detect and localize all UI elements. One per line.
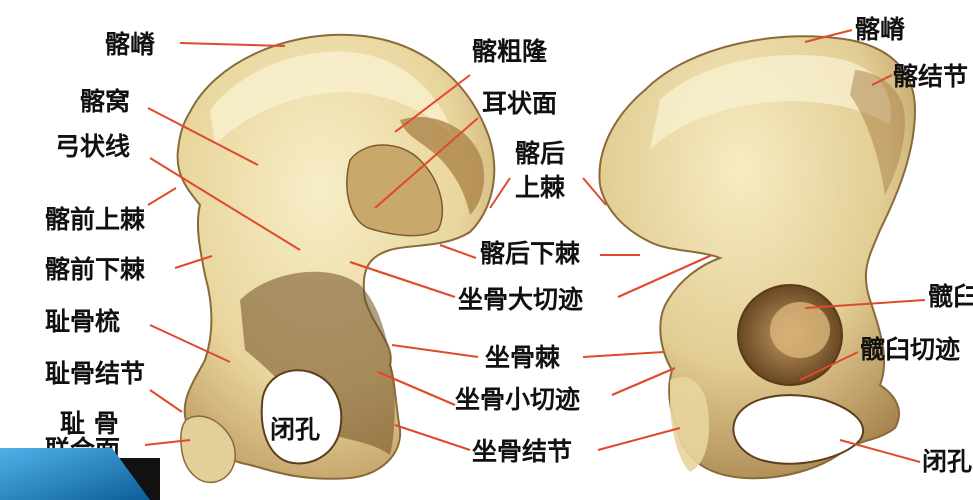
label-piis: 髂后下棘 — [480, 239, 581, 268]
label-psis-2: 上棘 — [515, 173, 566, 202]
right-hip-bone — [599, 36, 915, 478]
label-iliac-tubercle: 髂结节 — [893, 62, 968, 91]
label-acetabular-notch: 髋臼切迹 — [860, 335, 960, 364]
label-acetabulum: 髋臼 — [928, 282, 973, 311]
label-iliac-crest-left: 髂嵴 — [105, 30, 156, 59]
leader-pubic-tubercle — [150, 390, 182, 412]
label-auricular-surface: 耳状面 — [482, 89, 557, 118]
leader-piis-left — [440, 245, 476, 258]
label-pubic-pecten: 耻骨梳 — [45, 307, 120, 336]
leader-ischial-spine-right — [583, 352, 664, 357]
corner-accent — [0, 448, 160, 500]
left-hip-bone — [178, 35, 495, 483]
label-ischial-spine: 坐骨棘 — [485, 343, 561, 372]
leader-asis — [148, 188, 176, 205]
leader-obturator-right — [840, 440, 920, 462]
leader-ischial-tuberosity-left — [395, 425, 470, 450]
label-aiis: 髂前下棘 — [45, 255, 146, 284]
label-asis: 髂前上棘 — [45, 205, 146, 234]
label-iliac-fossa: 髂窝 — [80, 87, 130, 116]
right-acetabulum-lunate — [770, 302, 830, 358]
label-iliac-crest-right: 髂嵴 — [855, 15, 906, 44]
leader-ischial-spine-left — [392, 345, 478, 357]
leader-iliac-crest-left — [180, 43, 285, 46]
label-obturator-left: 闭孔 — [270, 415, 320, 444]
label-ischial-tuberosity: 坐骨结节 — [472, 437, 572, 466]
label-lesser-sciatic-notch: 坐骨小切迹 — [455, 385, 580, 414]
label-psis-1: 髂后 — [515, 139, 565, 168]
label-obturator-right: 闭孔 — [922, 447, 972, 476]
label-pubic-symphysis-1: 耻 骨 — [60, 409, 119, 438]
arrow-lesser-sciatic-right — [612, 368, 675, 395]
label-pubic-tubercle: 耻骨结节 — [45, 359, 145, 388]
leader-ischial-tuberosity-right — [598, 428, 680, 450]
label-greater-sciatic-notch: 坐骨大切迹 — [458, 285, 583, 314]
label-arcuate-line: 弓状线 — [55, 132, 130, 161]
label-iliac-tuberosity: 髂粗隆 — [472, 37, 548, 66]
